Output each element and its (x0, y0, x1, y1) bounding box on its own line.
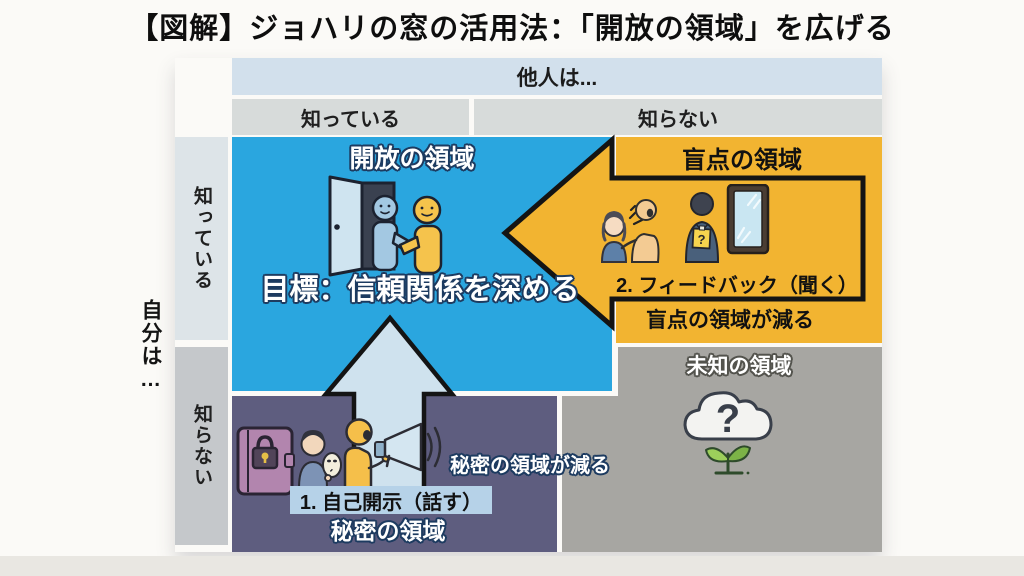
open-quadrant-goal: 目標：信頼関係を深める (260, 274, 580, 306)
row-header-unknown: 知らない (175, 347, 228, 545)
unknown-quadrant-title: 未知の領域 (686, 355, 792, 378)
feedback-step-label: 2. フィードバック（聞く） (616, 274, 858, 297)
locked-diary-mask-megaphone-icon (236, 418, 442, 498)
row-axis-label: 自分は… (139, 299, 162, 393)
note-question-mark: ? (697, 232, 706, 247)
feedback-arrow (501, 134, 866, 332)
col-header-unknown: 知らない (474, 99, 882, 135)
col-axis-label: 他人は... (232, 58, 882, 95)
bottom-strip (0, 556, 1024, 576)
cloud-question-mark: ? (716, 397, 740, 441)
blind-effect-label: 盲点の領域が減る (646, 309, 814, 332)
feedback-talk-mirror-icon: ? (600, 184, 770, 263)
hidden-quadrant-title: 秘密の領域 (330, 518, 446, 544)
open-door-handshake-icon (328, 175, 443, 277)
open-quadrant-title: 開放の領域 (349, 145, 475, 173)
page-title: 【図解】ジョハリの窓の活用法：「開放の領域」を広げる (129, 13, 895, 45)
col-header-known: 知っている (232, 99, 469, 135)
row-header-known: 知っている (175, 137, 228, 340)
self-disclosure-step-label: 1. 自己開示（話す） (290, 486, 492, 514)
question-cloud-sprout-icon: ? (683, 391, 773, 475)
hidden-effect-label: 秘密の領域が減る (450, 454, 610, 477)
blind-quadrant-title: 盲点の領域 (682, 146, 802, 174)
